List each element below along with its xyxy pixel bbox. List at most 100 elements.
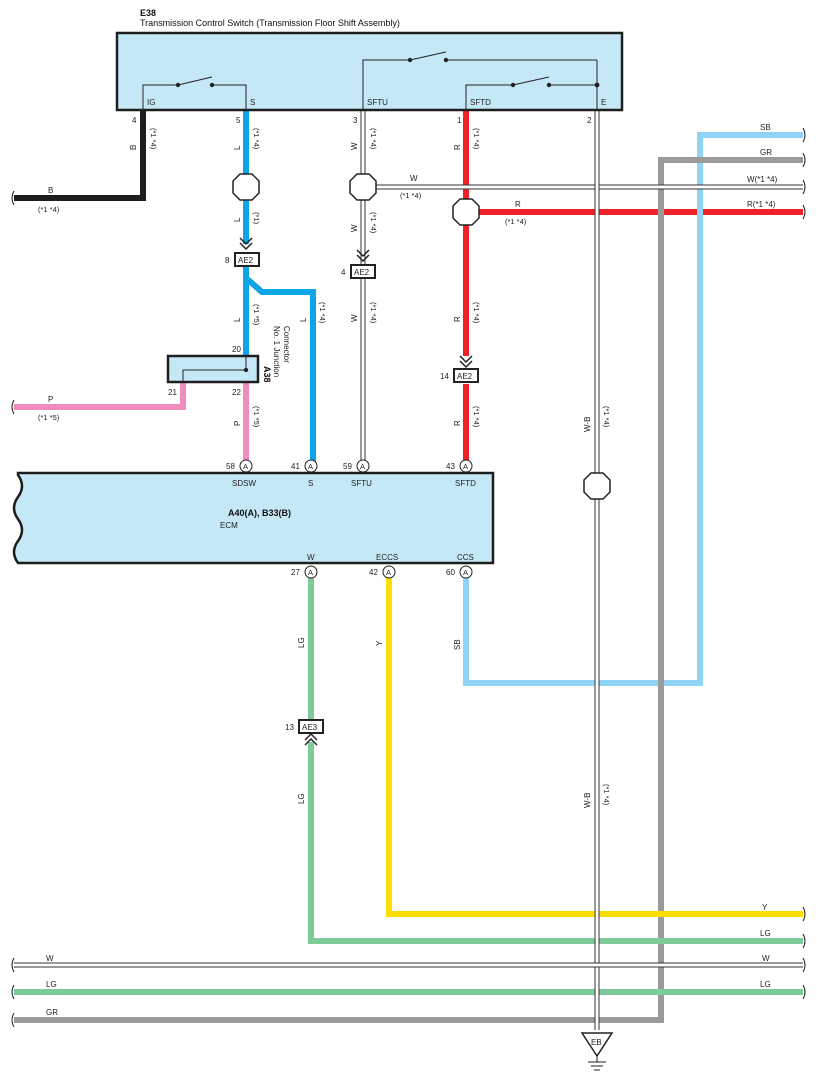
svg-text:W: W — [350, 314, 359, 322]
svg-text:SFTU: SFTU — [351, 479, 372, 488]
svg-text:R: R — [453, 420, 462, 426]
svg-text:LG: LG — [297, 637, 306, 648]
svg-text:13: 13 — [285, 723, 294, 732]
svg-text:ECCS: ECCS — [376, 553, 398, 562]
svg-text:A: A — [463, 568, 468, 577]
svg-text:R(*1 *4): R(*1 *4) — [747, 200, 776, 209]
svg-text:GR: GR — [760, 148, 772, 157]
svg-text:A: A — [308, 462, 313, 471]
svg-text:R: R — [453, 316, 462, 322]
wire-sb — [463, 132, 803, 686]
svg-text:W: W — [762, 954, 770, 963]
ecm: A40(A), B33(B) ECM SDSW S SFTU SFTD W EC… — [12, 459, 495, 579]
wire-y — [386, 578, 803, 917]
svg-text:(*1 *4): (*1 *4) — [400, 191, 422, 200]
svg-text:W(*1 *4): W(*1 *4) — [747, 175, 778, 184]
wire-gr — [14, 157, 803, 1023]
term-sftu: SFTU — [367, 98, 388, 107]
svg-text:(*1 *4): (*1 *4) — [369, 212, 378, 234]
svg-text:A: A — [308, 568, 313, 577]
svg-text:27: 27 — [291, 568, 300, 577]
wire-labels: B B L L L L W W W W R R R R P P W-B W-B … — [48, 142, 592, 808]
splice-w — [349, 173, 377, 201]
wire-l-branch — [244, 275, 316, 462]
splices — [232, 173, 611, 500]
svg-text:(*1 *4): (*1 *4) — [252, 128, 261, 150]
svg-text:21: 21 — [168, 388, 177, 397]
wire-lg-lower — [308, 742, 803, 944]
term-e: E — [601, 98, 606, 107]
svg-text:20: 20 — [232, 345, 241, 354]
svg-text:P: P — [48, 395, 53, 404]
wires — [14, 110, 803, 1030]
conn-ae2-a: AE2 8 — [225, 252, 260, 267]
svg-text:60: 60 — [446, 568, 455, 577]
svg-text:Y: Y — [762, 903, 768, 912]
svg-text:A: A — [463, 462, 468, 471]
svg-text:(*1 *4): (*1 *4) — [472, 302, 481, 324]
switch-e38: E38 Transmission Control Switch (Transmi… — [115, 8, 624, 125]
pin-1: 1 — [457, 116, 462, 125]
ecm-id: A40(A), B33(B) — [228, 508, 291, 518]
svg-text:(*1): (*1) — [252, 212, 261, 225]
svg-text:8: 8 — [225, 256, 230, 265]
svg-text:SB: SB — [453, 639, 462, 650]
svg-text:LG: LG — [760, 929, 771, 938]
notes: (*1 *4) (*1 *4) (*1 *4) (*1) (*1 *5) (*1… — [38, 128, 611, 806]
svg-text:S: S — [308, 479, 313, 488]
splice-r — [452, 198, 480, 226]
svg-text:L: L — [233, 145, 242, 150]
svg-text:W: W — [350, 224, 359, 232]
svg-text:W-B: W-B — [583, 417, 592, 432]
svg-text:W: W — [350, 142, 359, 150]
junction-a38: 20 21 22 A38 No. 1 Junction Connector — [166, 326, 291, 397]
svg-text:SDSW: SDSW — [232, 479, 256, 488]
svg-text:(*1 *4): (*1 *4) — [369, 128, 378, 150]
svg-text:L: L — [299, 317, 308, 322]
svg-text:EB: EB — [591, 1038, 602, 1047]
conn-ae2-c: AE2 14 — [440, 368, 479, 383]
svg-text:AE3: AE3 — [302, 723, 318, 732]
switch-id: E38 — [140, 8, 156, 18]
conn-ae2-b: AE2 4 — [341, 264, 376, 279]
svg-text:(*1 *4): (*1 *4) — [472, 406, 481, 428]
svg-text:Y: Y — [375, 640, 384, 646]
svg-text:(*1 *5): (*1 *5) — [38, 413, 60, 422]
svg-text:22: 22 — [232, 388, 241, 397]
pin-2: 2 — [587, 116, 592, 125]
svg-text:14: 14 — [440, 372, 449, 381]
svg-text:W: W — [410, 174, 418, 183]
svg-text:(*1 *5): (*1 *5) — [252, 406, 261, 428]
term-ig: IG — [147, 98, 155, 107]
svg-text:AE2: AE2 — [457, 372, 473, 381]
svg-text:LG: LG — [297, 793, 306, 804]
svg-text:P: P — [233, 421, 242, 426]
svg-text:59: 59 — [343, 462, 352, 471]
svg-text:42: 42 — [369, 568, 378, 577]
switch-box — [115, 31, 624, 112]
svg-text:4: 4 — [341, 268, 346, 277]
svg-text:W: W — [46, 954, 54, 963]
svg-text:CCS: CCS — [457, 553, 474, 562]
pin-3: 3 — [353, 116, 358, 125]
ground-eb: EB — [580, 1032, 614, 1071]
ecm-box — [12, 471, 495, 565]
svg-text:W: W — [307, 553, 315, 562]
svg-text:GR: GR — [46, 1008, 58, 1017]
svg-text:LG: LG — [46, 980, 57, 989]
svg-text:(*1 *4): (*1 *4) — [472, 128, 481, 150]
svg-text:W-B: W-B — [583, 793, 592, 808]
svg-text:Connector: Connector — [282, 326, 291, 363]
svg-text:(*1 *4): (*1 *4) — [369, 302, 378, 324]
svg-text:(*1 *4): (*1 *4) — [505, 217, 527, 226]
break-marks — [11, 127, 806, 1028]
term-sftd: SFTD — [470, 98, 491, 107]
splice-l — [232, 173, 260, 201]
conn-ae3: AE3 13 — [285, 719, 324, 734]
svg-text:A: A — [360, 462, 365, 471]
splice-wb — [583, 472, 611, 500]
svg-text:(*1 *5): (*1 *5) — [252, 304, 261, 326]
svg-text:SB: SB — [760, 123, 771, 132]
svg-text:No. 1 Junction: No. 1 Junction — [272, 326, 281, 377]
svg-text:SFTD: SFTD — [455, 479, 476, 488]
